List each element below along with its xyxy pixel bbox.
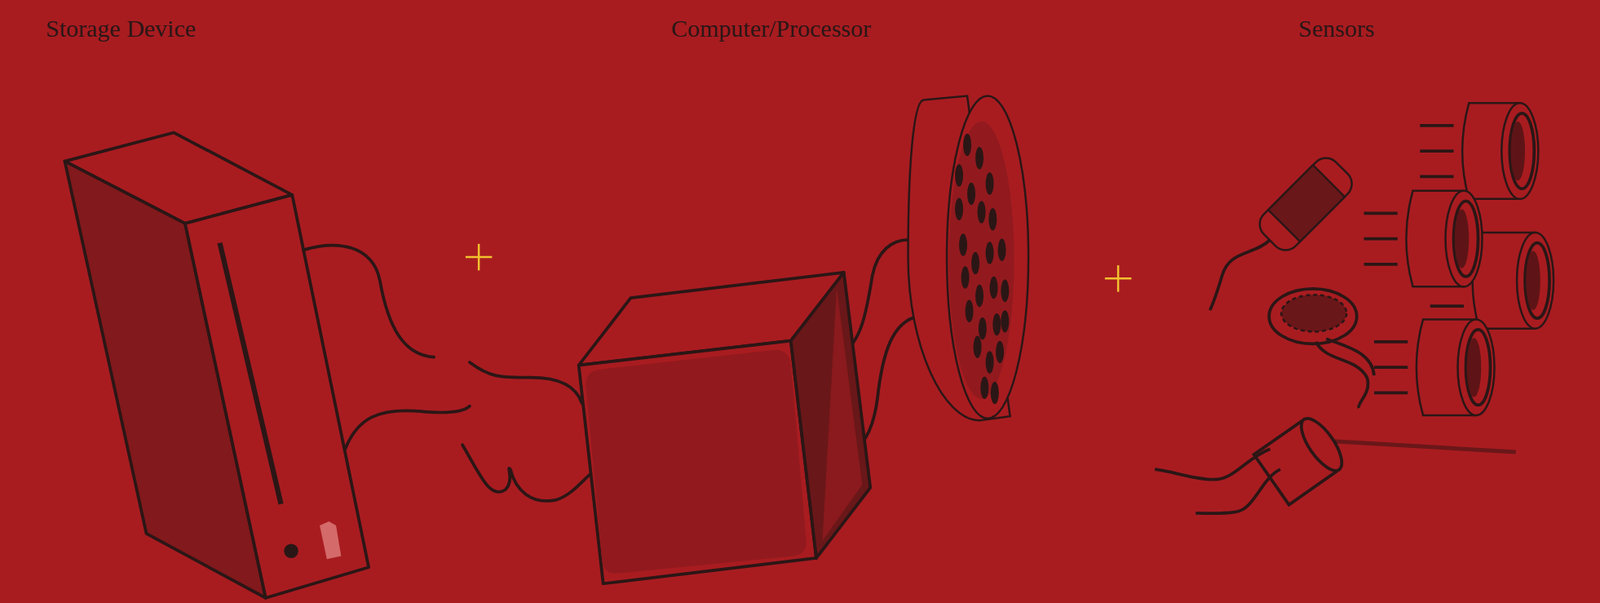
sensor-pin	[1374, 365, 1408, 369]
pod-end	[1294, 411, 1350, 477]
wire	[1195, 468, 1281, 513]
sensor-pin	[1363, 237, 1397, 241]
wire	[303, 245, 434, 358]
fan-hole	[954, 163, 964, 187]
fan-hole	[975, 284, 984, 308]
fan-hole	[975, 146, 984, 170]
sensor-end	[1458, 318, 1495, 416]
storage-led	[319, 521, 341, 559]
fan-hole	[998, 238, 1007, 262]
wire	[1154, 448, 1270, 480]
fan-hole	[1000, 309, 1009, 333]
sensor-pin	[1419, 149, 1454, 153]
disc-mesh	[1281, 294, 1347, 332]
fan-hole	[985, 350, 995, 374]
sensor-lens	[1467, 337, 1482, 398]
plus-sign	[1117, 265, 1120, 292]
sensor-pin	[1374, 391, 1408, 395]
fan-inner	[949, 121, 1015, 399]
disc-sensor	[1268, 288, 1357, 345]
plus-signs	[465, 243, 1132, 292]
pod-sensor	[1254, 411, 1350, 504]
sensor-pin	[1363, 262, 1397, 266]
wire	[462, 444, 590, 501]
antenna	[1325, 440, 1517, 452]
fan-hole	[988, 207, 997, 231]
sensor-lens	[1525, 251, 1541, 311]
fan	[908, 96, 1030, 421]
sensor-ring	[1524, 243, 1550, 319]
sensors	[1154, 102, 1554, 513]
capsule-band	[1268, 164, 1345, 242]
sensor-pin	[1419, 123, 1454, 128]
storage-slot	[220, 243, 282, 504]
fan-hole	[961, 265, 970, 289]
processor	[579, 272, 871, 584]
storage-device	[64, 132, 369, 598]
fan-hole	[980, 375, 989, 399]
fan-hole	[963, 133, 972, 157]
fan-hole	[990, 381, 999, 405]
fan-hole	[954, 198, 964, 221]
sensor-ring	[1509, 113, 1534, 190]
processor-panel	[585, 349, 806, 574]
cylinder-sensors	[1363, 102, 1554, 416]
fan-hole	[995, 340, 1004, 364]
processor-side-light	[822, 287, 863, 541]
sensor-pin	[1374, 340, 1408, 344]
fan-hole	[985, 172, 995, 195]
sensor-end	[1445, 190, 1483, 288]
fan-hole	[967, 182, 976, 206]
fan-hole	[959, 233, 968, 257]
fan-hole	[1000, 279, 1009, 303]
sensor-pin	[1363, 211, 1397, 215]
fan-hole	[992, 313, 1001, 336]
sensor-pin	[1419, 174, 1454, 178]
fan-hole	[965, 300, 974, 323]
plus-sign	[477, 243, 481, 271]
sensor-lens	[1454, 208, 1470, 269]
sensor-ring	[1454, 200, 1479, 277]
storage-button	[283, 543, 299, 558]
sensor-pin	[1430, 304, 1464, 308]
wire	[1325, 338, 1375, 376]
wire	[469, 362, 583, 403]
sensor-ring	[1466, 329, 1491, 406]
sensor-lens	[1511, 121, 1526, 182]
section-heading: Sensors	[1298, 16, 1375, 41]
fan-hole	[985, 241, 995, 265]
fan-hole	[990, 276, 999, 300]
sensor-end	[1501, 102, 1539, 199]
wire	[1210, 239, 1271, 310]
sensor-end	[1516, 232, 1554, 329]
fan-hole	[973, 335, 982, 359]
section-heading: Storage Device	[45, 16, 196, 41]
fan-hole	[971, 251, 980, 275]
wire	[344, 406, 470, 450]
fan-hole	[977, 200, 986, 224]
fan-hole	[978, 317, 987, 341]
processor-side	[791, 272, 871, 558]
storage-front	[185, 194, 369, 598]
section-heading: Computer/Processor	[671, 16, 871, 41]
processor-front	[579, 340, 817, 584]
fan-face	[946, 96, 1029, 419]
